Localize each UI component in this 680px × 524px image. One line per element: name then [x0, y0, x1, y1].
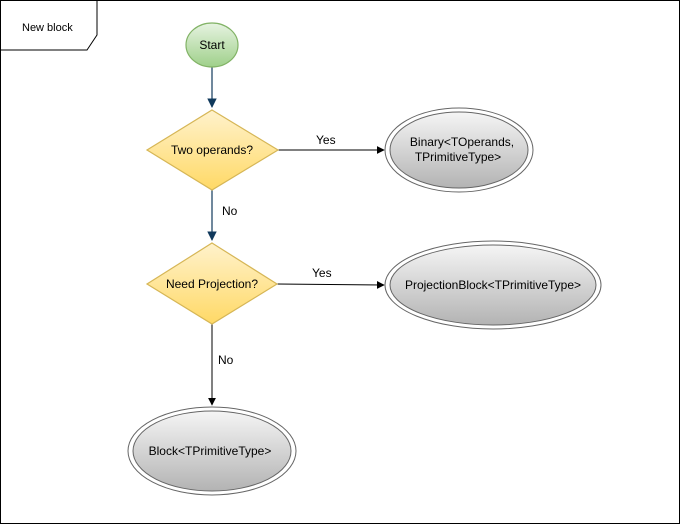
- edge-projection-yes[interactable]: [276, 280, 385, 289]
- terminal-binary-label-line2: TPrimitiveType>: [415, 150, 501, 164]
- edge-label-projection-yes: Yes: [312, 266, 332, 280]
- edge-label-operands-no: No: [222, 204, 238, 218]
- decision-two-operands[interactable]: Two operands?: [145, 109, 280, 191]
- terminal-block-label: Block<TPrimitiveType>: [149, 444, 272, 458]
- terminal-binary[interactable]: Binary<TOperands, TPrimitiveType>: [384, 107, 534, 193]
- decision-two-operands-label: Two operands?: [171, 143, 253, 157]
- edge-label-projection-no: No: [218, 353, 234, 367]
- frame-title-tab[interactable]: New block: [0, 0, 98, 51]
- decision-need-projection[interactable]: Need Projection?: [145, 242, 279, 325]
- decision-need-projection-label: Need Projection?: [166, 277, 258, 291]
- terminal-binary-label-line1: Binary<TOperands,: [410, 135, 514, 149]
- start-node-label: Start: [199, 38, 225, 52]
- terminal-projection-block[interactable]: ProjectionBlock<TPrimitiveType>: [384, 240, 602, 330]
- start-node[interactable]: Start: [185, 22, 239, 68]
- terminal-projection-block-label: ProjectionBlock<TPrimitiveType>: [405, 278, 581, 292]
- frame-title: New block: [22, 22, 73, 34]
- terminal-block[interactable]: Block<TPrimitiveType>: [127, 406, 297, 496]
- edge-label-operands-yes: Yes: [316, 133, 336, 147]
